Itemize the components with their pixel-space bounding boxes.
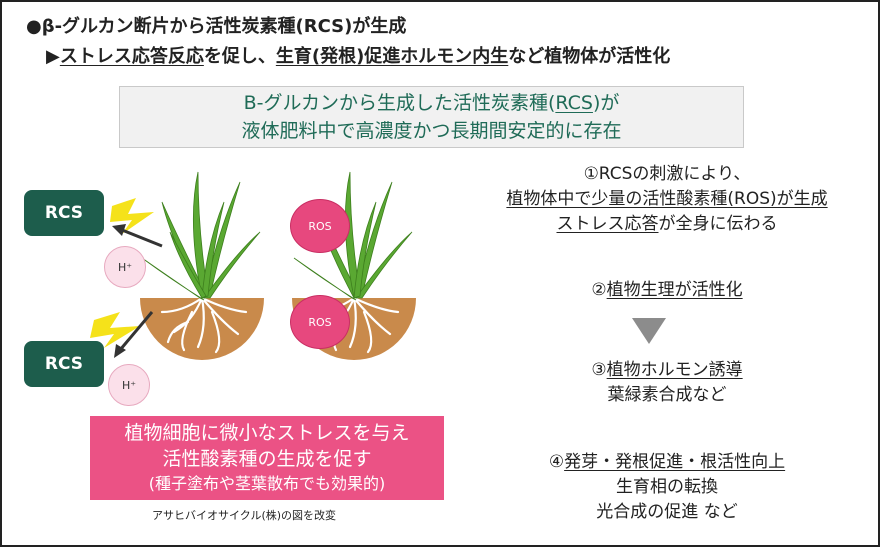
ros-circle-bottom: ROS [290,295,350,349]
step-1-stress: ストレス応答 [556,214,659,234]
info-line1: Β‐グルカンから生成した活性炭素種(RCS)が [120,89,743,117]
step-4-number: ④ [548,452,565,472]
arrows [112,224,163,358]
step-2-text: 植物生理が活性化 [606,280,743,300]
lightning-bolt-icon [90,312,140,348]
h-ion-top: H⁺ [104,246,146,288]
heading-stress-response: ストレス応答反応 [59,46,204,67]
rcs-box-bottom: RCS [24,341,104,387]
roots-left [160,296,248,354]
step-4-line2: 生育相の転換 [616,477,718,497]
stress-line2: 活性酸素種の生成を促す [162,448,372,470]
step-4: ④発芽・発根促進・根活性向上 生育相の転換 光合成の促進 など [472,450,862,525]
step-4-text: 発芽・発根促進・根活性向上 [564,452,786,472]
step-1-line2: 植物体中で少量の活性酸素種(ROS)が生成 [506,189,828,209]
info-rcs: RCS [555,92,593,114]
stress-line3: (種子塗布や茎葉散布でも効果的) [148,474,386,493]
heading-tail: など植物体が活性化 [508,46,671,67]
info-line1-a: Β‐グルカンから生成した活性炭素種( [243,92,556,114]
step-3-number: ③ [591,360,607,380]
step-1-spread: が全身に伝わる [658,214,778,234]
step-2-number: ② [591,280,607,300]
info-line2: 液体肥料中で高濃度かつ長期間安定的に存在 [241,120,622,142]
step-3: ③植物ホルモン誘導 葉緑素合成など [472,358,862,408]
step-3-line2: 葉緑素合成など [607,385,727,405]
stress-line1: 植物細胞に微小なストレスを与え [124,422,410,444]
credit-text: アサヒバイオサイクル(株)の図を改変 [152,509,337,522]
heading-line2: ▶ストレス応答反応を促し、生育(発根)促進ホルモン内生など植物体が活性化 [46,42,670,68]
info-box: Β‐グルカンから生成した活性炭素種(RCS)が 液体肥料中で高濃度かつ長期間安定… [119,86,744,148]
heading-connector: を促し、 [203,46,276,67]
lightning-bolt-icon [110,198,154,234]
step-1-line1: ①RCSの刺激により、 [583,164,751,184]
step-3-text: 植物ホルモン誘導 [606,360,743,380]
heading-line1: ●β‐グルカン断片から活性炭素種(RCS)が生成 [26,16,407,37]
down-triangle-icon [632,318,666,344]
rcs-box-top: RCS [24,190,104,236]
ros-circle-top: ROS [290,199,350,253]
heading-hormone: 生育(発根)促進ホルモン内生 [275,46,509,67]
stress-box: 植物細胞に微小なストレスを与え 活性酸素種の生成を促す (種子塗布や茎葉散布でも… [90,416,444,500]
step-4-line3: 光合成の促進 など [596,502,738,522]
leaves-left [141,171,261,301]
info-line1-c: )が [592,92,620,114]
step-2: ②植物生理が活性化 [472,278,862,303]
heading-arrow: ▶ [46,46,60,67]
h-ion-bottom: H⁺ [108,364,150,406]
step-1: ①RCSの刺激により、 植物体中で少量の活性酸素種(ROS)が生成 ストレス応答… [472,162,862,237]
step-1-line3: ストレス応答が全身に伝わる [472,212,862,237]
